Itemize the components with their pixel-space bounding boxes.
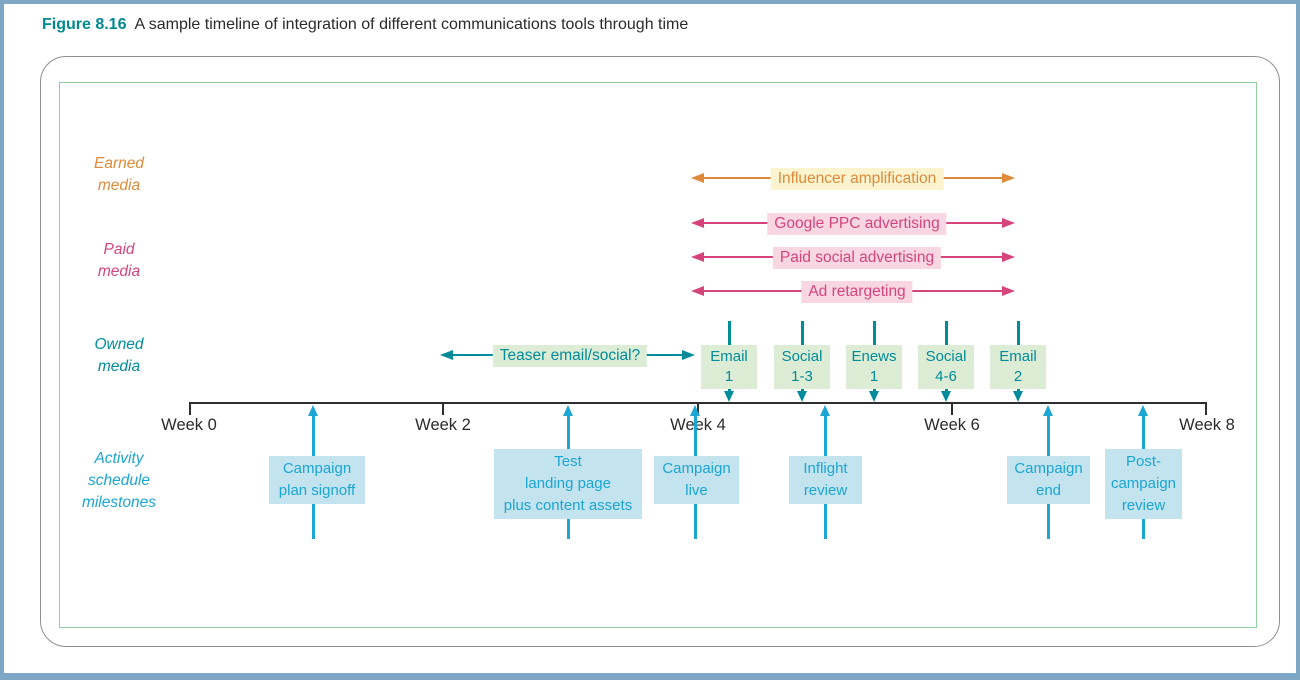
label-ad-retargeting: Ad retargeting [801,281,913,303]
milestone-campaign-plan-signoff: Campaign plan signoff [269,456,365,504]
row-label-earned-media: Earned media [94,155,144,194]
touchpoint-email-2: Email 2 [990,345,1046,389]
figure-number: Figure 8.16 [42,16,127,33]
axis-tick-week-2 [442,402,444,415]
axis-label-week-4: Week 4 [670,416,726,434]
label-influencer-amplification: Influencer amplification [770,168,944,190]
figure-caption: Figure 8.16 A sample timeline of integrat… [42,16,688,34]
axis-label-week-0: Week 0 [161,416,217,434]
milestone-campaign-live: Campaign live [654,456,739,504]
axis-tick-week-0 [189,402,191,415]
row-label-activity-milestones: Activity schedule milestones [81,450,157,511]
milestone-test-landing-page: Test landing page plus content assets [494,449,642,519]
axis-label-week-2: Week 2 [415,416,471,434]
row-label-owned-media: Owned media [94,336,144,375]
milestone-post-campaign-review: Post- campaign review [1105,449,1182,519]
axis-label-week-8: Week 8 [1179,416,1235,434]
touchpoint-email-1: Email 1 [701,345,757,389]
axis-tick-week-6 [951,402,953,415]
touchpoint-social-4-6: Social 4-6 [918,345,974,389]
label-google-ppc-advertising: Google PPC advertising [767,213,947,235]
milestone-inflight-review: Inflight review [789,456,862,504]
axis-tick-week-8 [1205,402,1207,415]
figure-card [40,56,1280,647]
figure-inner-frame [59,82,1257,628]
row-label-paid-media: Paid media [97,241,141,280]
touchpoint-social-1-3: Social 1-3 [774,345,830,389]
label-paid-social-advertising: Paid social advertising [772,247,942,269]
milestone-campaign-end: Campaign end [1007,456,1090,504]
axis-label-week-6: Week 6 [924,416,980,434]
figure-title: A sample timeline of integration of diff… [134,16,689,33]
touchpoint-enews-1: Enews 1 [846,345,902,389]
label-teaser-email-social: Teaser email/social? [492,345,648,367]
